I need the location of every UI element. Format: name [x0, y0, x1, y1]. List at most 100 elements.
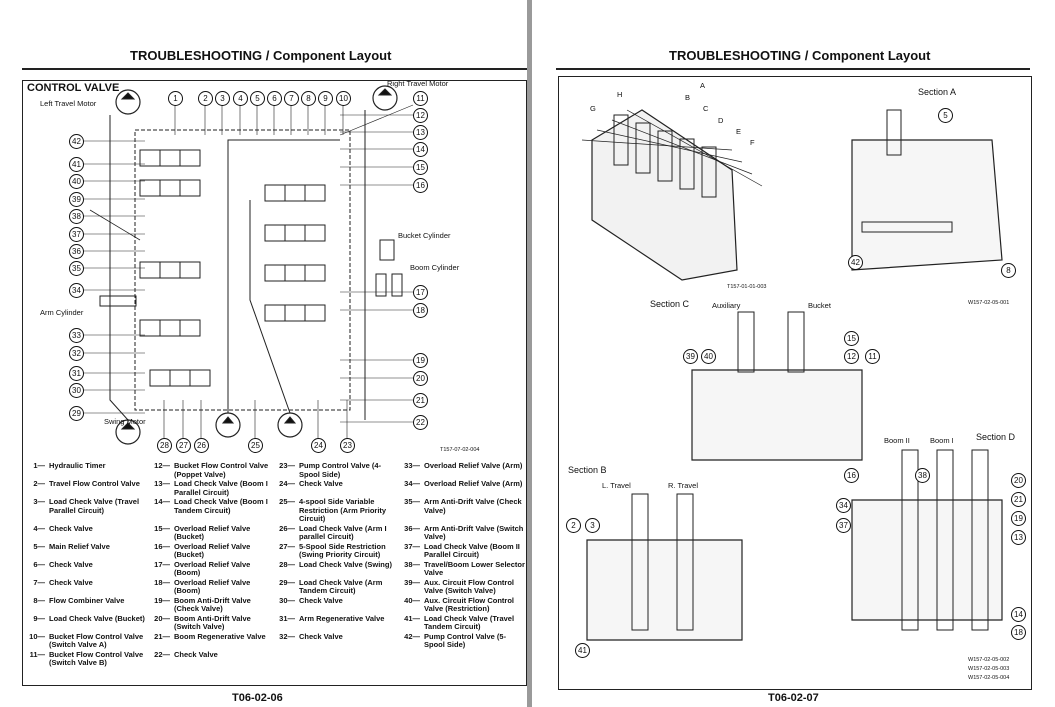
legend-number: 7— — [33, 577, 45, 587]
callout-34: 34 — [69, 283, 84, 298]
callout-21: 21 — [413, 393, 428, 408]
legend-text: Bucket Flow Control Valve (Switch Valve … — [49, 631, 144, 649]
legend-text: Overload Relief Valve (Boom) — [174, 577, 251, 595]
legend-text: Boom Regenerative Valve — [174, 631, 266, 641]
legend-number: 28— — [279, 559, 295, 569]
callout-9: 9 — [318, 91, 333, 106]
callout-31: 31 — [69, 366, 84, 381]
section-letter-D: D — [718, 116, 724, 125]
spool-block — [139, 319, 201, 337]
callout-23: 23 — [340, 438, 355, 453]
callout-12: 12 — [844, 349, 859, 364]
callout-40: 40 — [69, 174, 84, 189]
callout-36: 36 — [69, 244, 84, 259]
callout-18: 18 — [1011, 625, 1026, 640]
legend-empty — [421, 651, 526, 652]
legend-text: Overload Relief Valve (Arm) — [424, 479, 523, 488]
right-page: TROUBLESHOOTING / Component Layout Secti… — [532, 0, 1055, 707]
callout-5: 5 — [938, 108, 953, 123]
figure-frame — [22, 80, 527, 686]
callout-20: 20 — [1011, 473, 1026, 488]
legend-text: Arm Anti-Drift Valve (Switch Valve) — [424, 523, 524, 541]
diagram-title: CONTROL VALVE — [27, 82, 120, 94]
legend-text: Overload Relief Valve (Bucket) — [174, 523, 251, 541]
section-letter-C: C — [703, 104, 709, 113]
valve-cap — [701, 146, 717, 198]
hydraulic-motor — [115, 89, 141, 115]
spool-block — [149, 369, 211, 387]
legend-number: 17— — [154, 559, 170, 569]
label-boom-cylinder: Boom Cylinder — [410, 263, 460, 272]
callout-14: 14 — [413, 142, 428, 157]
figure-code: T157-07-02-004 — [440, 447, 480, 453]
callout-40: 40 — [701, 349, 716, 364]
label-section-d: Section D — [976, 432, 1016, 442]
legend-number: 1— — [33, 461, 45, 470]
legend-number: 35— — [404, 497, 420, 506]
figure-code-5: W157-02-05-004 — [968, 675, 1010, 681]
motor-arrow — [120, 92, 136, 100]
legend-number: 18— — [154, 577, 170, 587]
callout-26: 26 — [194, 438, 209, 453]
legend-text: Pump Control Valve (5-Spool Side) — [424, 631, 507, 649]
legend-number: 8— — [33, 595, 45, 605]
legend-text: Load Check Valve (Bucket) — [49, 613, 145, 623]
callout-38: 38 — [69, 209, 84, 224]
spool-block — [139, 261, 201, 279]
legend-number: 12— — [154, 461, 170, 470]
boom-spool — [936, 449, 954, 631]
callout-1: 1 — [168, 91, 183, 106]
left-page: TROUBLESHOOTING / Component Layout CONTR… — [0, 0, 527, 707]
hydraulic-motor — [115, 419, 141, 445]
legend-text: Check Valve — [49, 523, 93, 533]
label-boom-1: Boom I — [930, 436, 954, 445]
callout-15: 15 — [844, 331, 859, 346]
callout-38: 38 — [915, 468, 930, 483]
legend-number: 16— — [154, 541, 170, 551]
arm-cylinder — [99, 295, 137, 307]
page-number: T06-02-06 — [232, 692, 283, 704]
label-arm-cylinder: Arm Cylinder — [40, 308, 84, 317]
legend-text: Load Check Valve (Swing) — [299, 559, 392, 569]
callout-37: 37 — [836, 518, 851, 533]
section-line — [596, 129, 743, 163]
section-letter-B: B — [685, 93, 691, 102]
legend-number: 42— — [404, 631, 420, 641]
section-letter-F: F — [750, 138, 755, 147]
legend-number: 38— — [404, 559, 420, 569]
legend-text: Load Check Valve (Travel Parallel Circui… — [49, 497, 140, 515]
bucket-cylinder — [379, 239, 395, 261]
spool-block — [264, 304, 326, 322]
section-b-drawing — [586, 539, 743, 641]
legend-text: Load Check Valve (Arm Tandem Circuit) — [299, 577, 383, 595]
legend-text: Flow Combiner Valve — [49, 595, 125, 605]
legend-text: Check Valve — [299, 595, 343, 605]
legend-text: Load Check Valve (Travel Tandem Circuit) — [424, 613, 515, 631]
label-boom-2: Boom II — [884, 436, 910, 445]
callout-18: 18 — [413, 303, 428, 318]
callout-2: 2 — [566, 518, 581, 533]
hydraulic-line — [109, 115, 129, 421]
legend-text: Main Relief Valve — [49, 541, 110, 551]
label-left-travel-motor: Left Travel Motor — [40, 99, 97, 108]
valve-body-outline — [134, 129, 351, 411]
callout-20: 20 — [413, 371, 428, 386]
legend-text: Boom Anti-Drift Valve (Switch Valve) — [174, 613, 251, 631]
motor-arrow — [377, 88, 393, 96]
label-right-travel-motor: Right Travel Motor — [387, 79, 449, 88]
hydraulic-line — [89, 209, 141, 241]
legend-number: 30— — [279, 595, 295, 605]
figure-code-4: W157-02-05-003 — [968, 666, 1010, 672]
callout-29: 29 — [69, 406, 84, 421]
legend-number: 36— — [404, 523, 420, 533]
callout-13: 13 — [1011, 530, 1026, 545]
relief-valve — [886, 109, 902, 156]
legend-text: Arm Regenerative Valve — [299, 613, 385, 623]
label-r-travel: R. Travel — [668, 481, 699, 490]
valve-cap — [679, 138, 695, 190]
figure-code-2: W157-02-05-001 — [968, 300, 1010, 306]
legend-text: Pump Control Valve (4-Spool Side) — [299, 461, 382, 479]
legend-number: 26— — [279, 523, 295, 533]
hydraulic-line — [249, 200, 291, 414]
leader-line — [339, 104, 414, 136]
